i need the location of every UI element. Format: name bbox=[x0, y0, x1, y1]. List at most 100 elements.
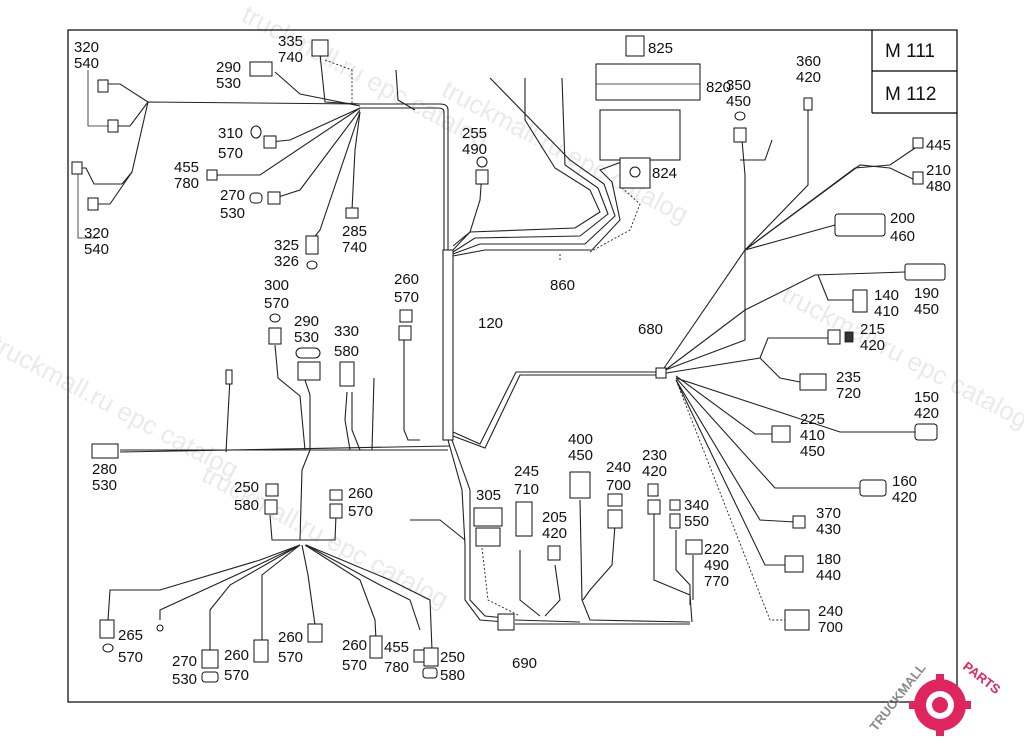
label: 455 bbox=[384, 639, 409, 656]
label: 580 bbox=[334, 343, 359, 360]
label: 540 bbox=[74, 55, 99, 72]
label: 326 bbox=[274, 253, 299, 270]
connector-455-780-bot bbox=[413, 649, 425, 663]
connector-320-540 bbox=[97, 79, 109, 93]
label: 455 bbox=[174, 159, 199, 176]
connector-180-440 bbox=[784, 555, 804, 573]
label: 450 bbox=[568, 447, 593, 464]
label: 400 bbox=[568, 431, 593, 448]
label: 570 bbox=[348, 503, 373, 520]
label: 740 bbox=[278, 49, 303, 66]
connector-290-530 bbox=[249, 61, 273, 77]
label: 530 bbox=[92, 477, 117, 494]
connector-325-326 bbox=[305, 235, 319, 255]
relay-824 bbox=[599, 109, 681, 189]
diagram-frame bbox=[67, 29, 958, 703]
label: 260 bbox=[224, 647, 249, 664]
label: 550 bbox=[684, 513, 709, 530]
connector-400-450 bbox=[569, 471, 591, 499]
connector-335-740 bbox=[311, 39, 329, 57]
label: 340 bbox=[684, 497, 709, 514]
label: 230 bbox=[642, 447, 667, 464]
connector-260-570-d bbox=[369, 635, 383, 659]
connector-190-450 bbox=[904, 263, 946, 281]
connector-245-710 bbox=[515, 501, 533, 537]
splice-680 bbox=[655, 367, 667, 379]
label: 570 bbox=[342, 657, 367, 674]
label: 530 bbox=[172, 671, 197, 688]
label: 370 bbox=[816, 505, 841, 522]
model-label-2: M 112 bbox=[885, 84, 936, 105]
label: 205 bbox=[542, 509, 567, 526]
label: 530 bbox=[216, 75, 241, 92]
label: 410 bbox=[874, 303, 899, 320]
connector-205-420 bbox=[547, 545, 561, 561]
connector-320-540 bbox=[107, 119, 119, 133]
connector-260-570-mid bbox=[399, 309, 413, 323]
label: 305 bbox=[476, 487, 501, 504]
label: 700 bbox=[818, 619, 843, 636]
label: 335 bbox=[278, 33, 303, 50]
connector-445 bbox=[912, 137, 924, 149]
connector-350-450 bbox=[733, 127, 747, 143]
label: 220 bbox=[704, 541, 729, 558]
label: 530 bbox=[294, 329, 319, 346]
connector-200-460 bbox=[834, 213, 886, 237]
label: 490 bbox=[462, 141, 487, 158]
connector-320-540 bbox=[71, 161, 83, 175]
label: 824 bbox=[652, 165, 677, 182]
label: 360 bbox=[796, 53, 821, 70]
connector-370-430 bbox=[792, 515, 806, 529]
connector-250-580 bbox=[265, 483, 279, 497]
label: 240 bbox=[606, 459, 631, 476]
label: 860 bbox=[550, 277, 575, 294]
label: 820 bbox=[706, 79, 731, 96]
connector-210-480 bbox=[912, 171, 924, 185]
label: 120 bbox=[478, 315, 503, 332]
label: 420 bbox=[914, 405, 939, 422]
connector-235-720 bbox=[799, 373, 827, 391]
label: 580 bbox=[440, 667, 465, 684]
label: 680 bbox=[638, 321, 663, 338]
connector-255-490 bbox=[475, 169, 489, 185]
label: 250 bbox=[234, 479, 259, 496]
gear-icon bbox=[909, 674, 971, 736]
label: 290 bbox=[294, 313, 319, 330]
label: 325 bbox=[274, 237, 299, 254]
label: 460 bbox=[890, 228, 915, 245]
label: 570 bbox=[224, 667, 249, 684]
label: 420 bbox=[892, 489, 917, 506]
label: 300 bbox=[264, 277, 289, 294]
connector-280-530 bbox=[91, 443, 119, 459]
label: 710 bbox=[514, 481, 539, 498]
label: 190 bbox=[914, 285, 939, 302]
label: 450 bbox=[914, 301, 939, 318]
label: 690 bbox=[512, 655, 537, 672]
connector-270-530 bbox=[267, 191, 281, 205]
connector-360-420 bbox=[803, 97, 813, 111]
label: 780 bbox=[174, 175, 199, 192]
connector-260-570-b bbox=[253, 639, 269, 663]
label: 180 bbox=[816, 551, 841, 568]
components bbox=[71, 35, 946, 683]
label: 480 bbox=[926, 178, 951, 195]
label: 440 bbox=[816, 567, 841, 584]
relay-825 bbox=[625, 35, 645, 57]
label: 240 bbox=[818, 603, 843, 620]
label: 770 bbox=[704, 573, 729, 590]
connector-305 bbox=[473, 507, 503, 527]
label: 420 bbox=[542, 525, 567, 542]
label: 200 bbox=[890, 210, 915, 227]
label: 160 bbox=[892, 473, 917, 490]
label: 350 bbox=[726, 77, 751, 94]
label: 490 bbox=[704, 557, 729, 574]
label: 450 bbox=[800, 443, 825, 460]
label: 570 bbox=[264, 295, 289, 312]
label: 225 bbox=[800, 411, 825, 428]
connector-455-780 bbox=[206, 169, 218, 181]
label: 700 bbox=[606, 477, 631, 494]
label: 580 bbox=[234, 497, 259, 514]
connector-230-420 bbox=[647, 483, 659, 497]
connector-220-490-770 bbox=[685, 539, 703, 555]
